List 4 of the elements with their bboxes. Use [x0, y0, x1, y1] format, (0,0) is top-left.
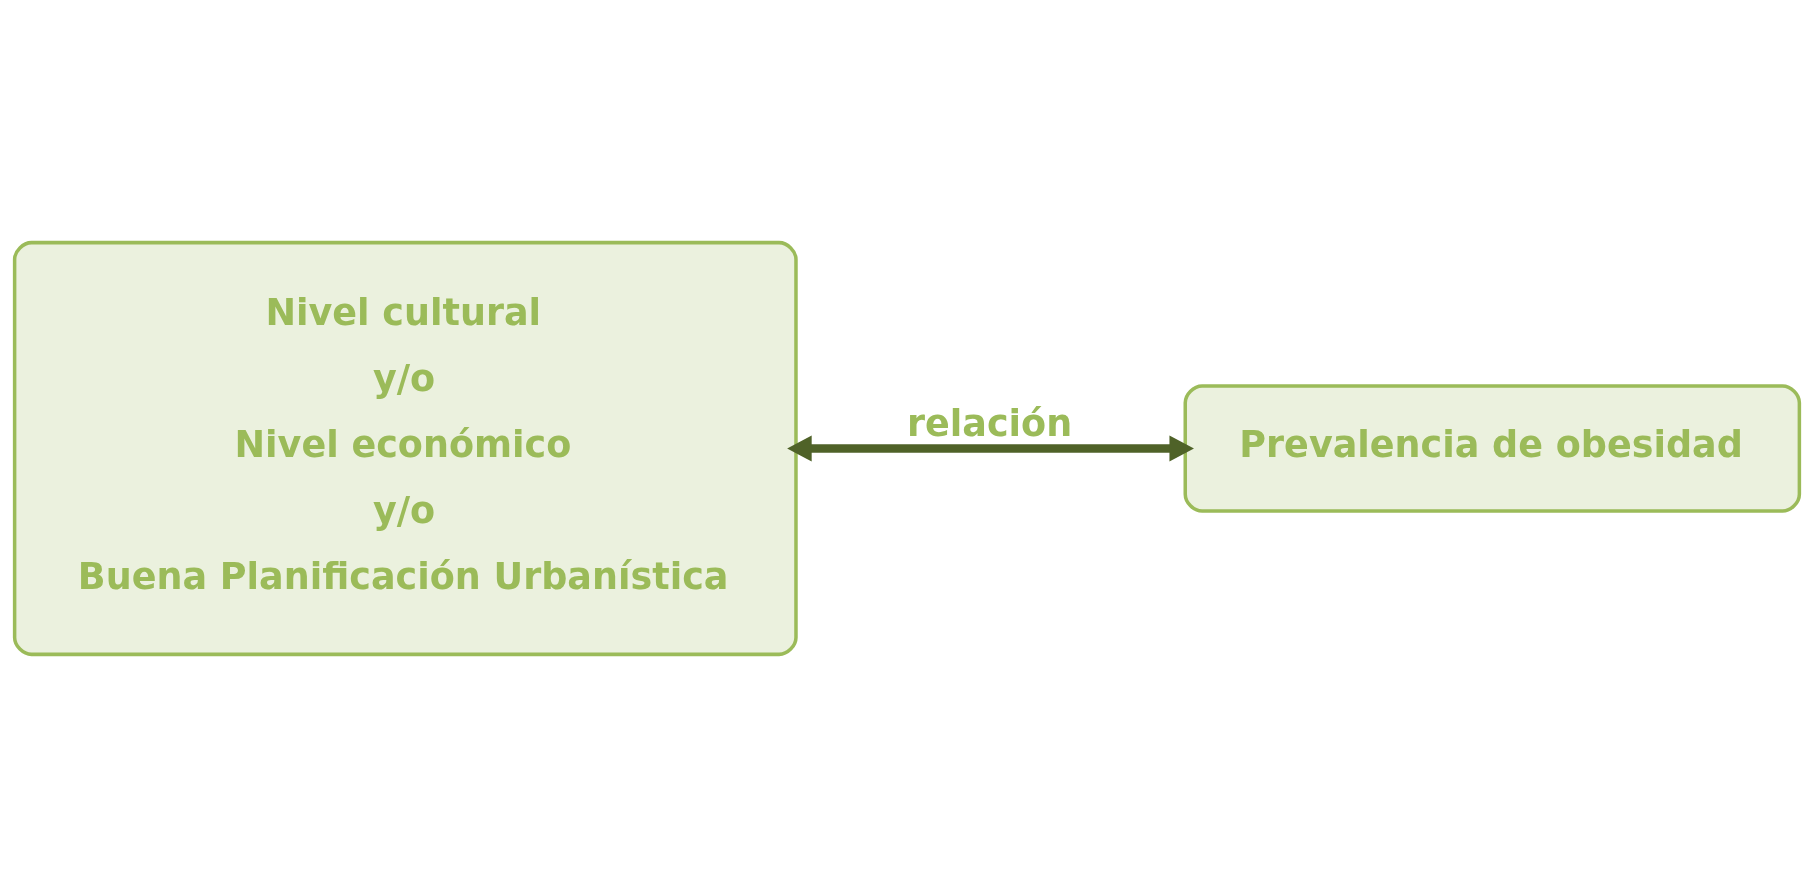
node-box: Prevalencia de obesidad [1183, 383, 1802, 513]
edge-label: relación [907, 401, 1073, 445]
node-box: Nivel cultural y/o Nivel económico y/o Buena Planificación Urbanística [12, 240, 798, 656]
arrow [787, 435, 1194, 461]
